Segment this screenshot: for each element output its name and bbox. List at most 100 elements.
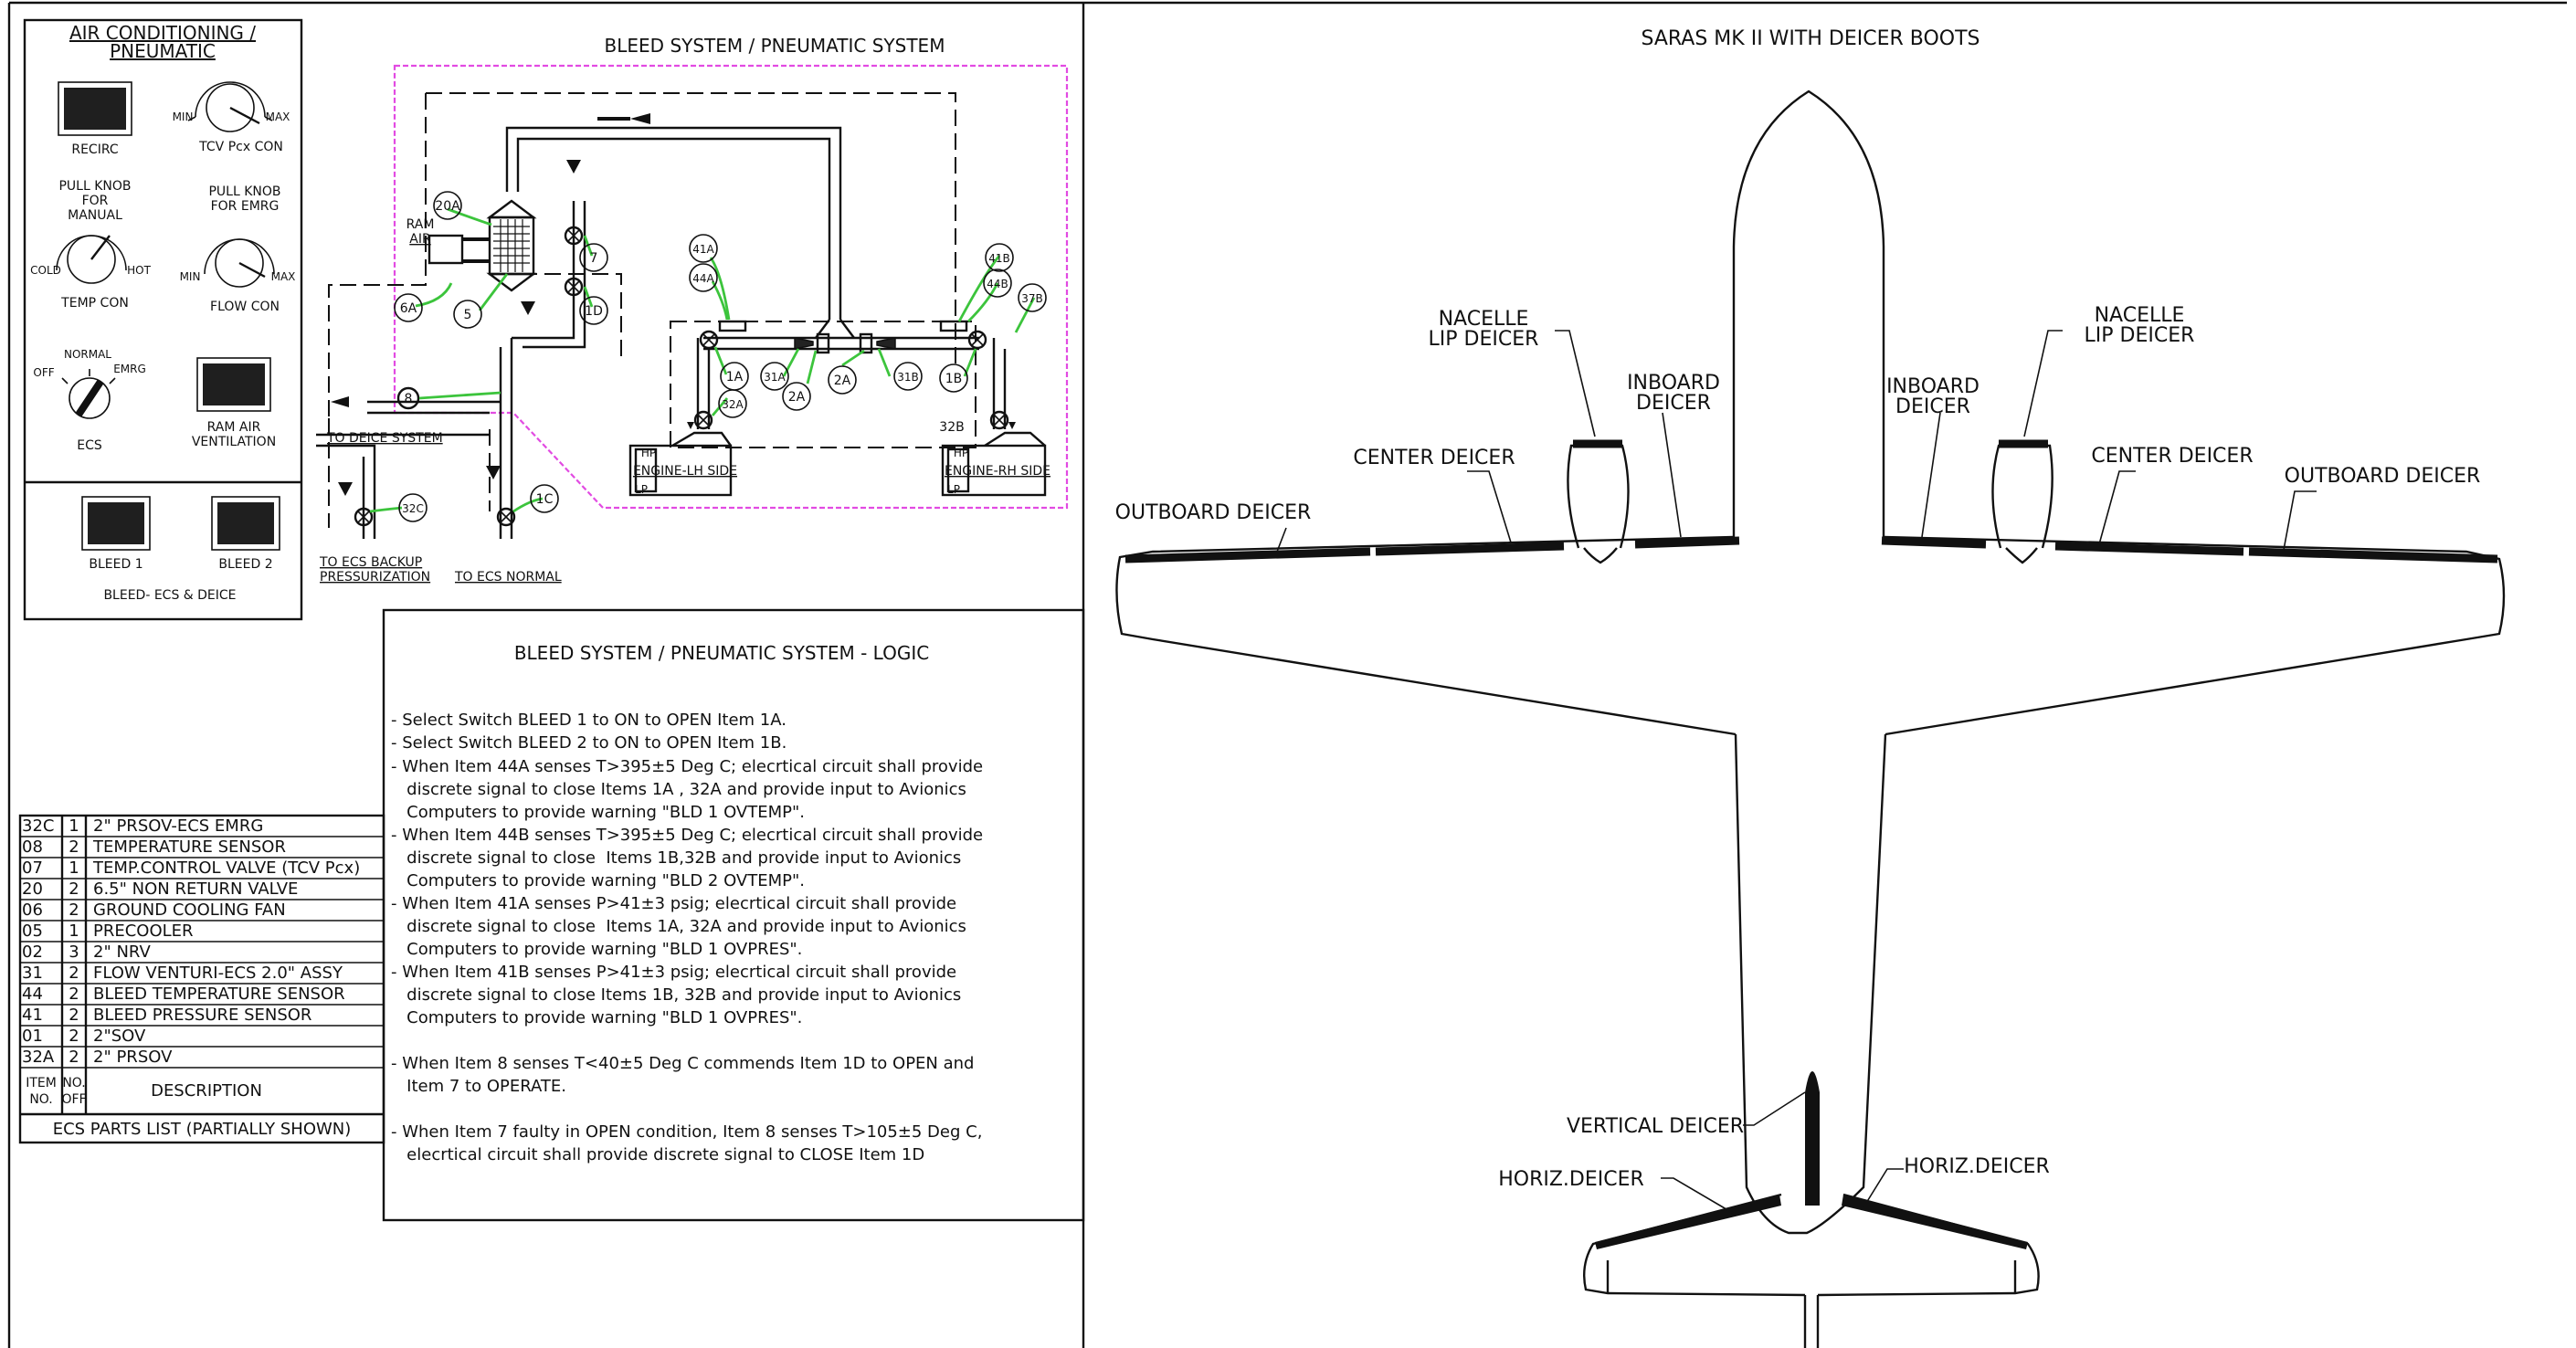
svg-text:2: 2	[69, 985, 79, 1004]
svg-text:1B: 1B	[945, 372, 963, 386]
venturi-31b	[876, 337, 896, 350]
valve-32a	[693, 410, 713, 430]
tag-6a: 6A	[394, 293, 423, 322]
engine-rh	[941, 431, 1047, 497]
svg-text:2: 2	[69, 837, 79, 857]
valve-1a	[699, 330, 719, 350]
flow-con-knob[interactable]	[204, 238, 275, 288]
svg-text:TEMPERATURE SENSOR: TEMPERATURE SENSOR	[92, 837, 286, 857]
tag-7: 7	[579, 243, 608, 272]
tag-1c: 1C	[530, 484, 559, 513]
svg-text:Computers to provide warning ": Computers to provide warning "BLD 1 OVPR…	[391, 940, 802, 959]
svg-text:31A: 31A	[764, 371, 786, 384]
engine-lh-label: ENGINE-LH SIDE	[633, 464, 737, 479]
ram-air-button[interactable]	[196, 357, 271, 412]
svg-text:- When Item 41B senses P>41±3: - When Item 41B senses P>41±3 psig; elec…	[391, 963, 956, 982]
bleed-1-label: BLEED 1	[89, 557, 143, 572]
flow-min: MIN	[180, 270, 201, 283]
svg-text:BLEED TEMPERATURE SENSOR: BLEED TEMPERATURE SENSOR	[93, 985, 345, 1004]
svg-text:- When Item 44A senses T>395±5: - When Item 44A senses T>395±5 Deg C; el…	[391, 757, 983, 776]
svg-text:3: 3	[69, 943, 79, 962]
control-panel: AIR CONDITIONING / PNEUMATIC RECIRC MIN …	[23, 18, 303, 621]
svg-text:8: 8	[405, 392, 413, 406]
parts-caption: ECS PARTS LIST (PARTIALLY SHOWN)	[53, 1120, 352, 1139]
svg-text:08: 08	[22, 837, 43, 857]
ram-air-label-a: RAM	[406, 217, 435, 232]
svg-text:1C: 1C	[536, 492, 554, 507]
label-inboard-left-2: DEICER	[1636, 392, 1711, 415]
precooler	[488, 216, 535, 276]
svg-text:1: 1	[69, 858, 79, 878]
ram-air-label-1: RAM AIR	[207, 420, 261, 435]
bleed-2-label: BLEED 2	[218, 557, 272, 572]
tag-8: 8	[405, 392, 413, 406]
svg-text:- When Item 8 senses T<40±5 De: - When Item 8 senses T<40±5 Deg C commen…	[391, 1054, 974, 1073]
recirc-button[interactable]	[58, 81, 132, 136]
logic-box: BLEED SYSTEM / PNEUMATIC SYSTEM - LOGIC …	[382, 608, 1085, 1222]
valve-32b	[989, 410, 1009, 430]
engine-lh	[628, 431, 733, 497]
tag-41b: 41B	[985, 243, 1014, 272]
flow-arrows	[331, 113, 1016, 496]
bleed-1-button[interactable]	[81, 496, 151, 551]
svg-text:1: 1	[69, 921, 79, 941]
pull-manual-3: MANUAL	[68, 208, 122, 223]
svg-text:2: 2	[69, 1027, 79, 1046]
svg-text:2: 2	[69, 879, 79, 899]
tag-1d: 1D	[579, 296, 608, 325]
pull-emrg-1: PULL KNOB	[208, 184, 280, 199]
bleed-2-button[interactable]	[211, 496, 280, 551]
tcv-pcx-knob[interactable]	[187, 81, 273, 132]
svg-text:Item 7 to OPERATE.: Item 7 to OPERATE.	[391, 1077, 566, 1096]
pull-manual-2: FOR	[82, 194, 109, 208]
svg-text:31B: 31B	[897, 371, 919, 384]
temp-con-knob[interactable]	[56, 235, 127, 284]
engine-rh-label: ENGINE-RH SIDE	[945, 464, 1050, 479]
to-ecs-normal: TO ECS NORMAL	[454, 570, 562, 584]
schematic-title: BLEED SYSTEM / PNEUMATIC SYSTEM	[605, 35, 945, 57]
svg-text:6.5" NON RETURN VALVE: 6.5" NON RETURN VALVE	[93, 879, 298, 899]
flow-con-label: FLOW CON	[210, 300, 280, 314]
svg-text:41B: 41B	[988, 252, 1010, 265]
svg-text:Computers to provide warning ": Computers to provide warning "BLD 2 OVTE…	[391, 871, 805, 890]
center-deicer-left-boot	[1375, 542, 1565, 556]
center-deicer-right-boot	[2054, 542, 2244, 556]
tag-31b: 31B	[893, 362, 923, 391]
engine-rh-hp: HP	[954, 447, 968, 459]
svg-text:ITEM: ITEM	[26, 1076, 57, 1090]
nrv-2a	[816, 332, 873, 354]
svg-text:44B: 44B	[987, 278, 1008, 290]
label-inboard-right-2: DEICER	[1895, 395, 1970, 418]
venturi-31a	[794, 337, 814, 350]
svg-text:02: 02	[22, 943, 43, 962]
svg-text:2"SOV: 2"SOV	[93, 1027, 146, 1046]
svg-text:06: 06	[22, 900, 43, 920]
valve-1d	[564, 277, 584, 297]
recirc-label: RECIRC	[71, 142, 119, 157]
label-center-right: CENTER DEICER	[2091, 445, 2253, 468]
label-inboard-right-1: INBOARD	[1886, 375, 1980, 398]
aircraft-title: SARAS MK II WITH DEICER BOOTS	[1641, 27, 1980, 50]
svg-text:41A: 41A	[692, 243, 714, 256]
temp-con-label: TEMP CON	[60, 296, 129, 311]
ecs-selector-switch[interactable]	[61, 369, 116, 419]
svg-text:NO.: NO.	[29, 1092, 52, 1107]
logic-lines: - Select Switch BLEED 1 to ON to OPEN It…	[391, 711, 983, 1164]
svg-text:Computers to provide warning ": Computers to provide warning "BLD 1 OVPR…	[391, 1008, 802, 1027]
tag-31a: 31A	[760, 362, 789, 391]
svg-text:31: 31	[22, 964, 43, 983]
label-nacelle-right-1: NACELLE	[2095, 304, 2185, 327]
svg-text:32C: 32C	[402, 502, 424, 515]
panel-title-line2: PNEUMATIC	[110, 40, 216, 62]
label-inboard-left-1: INBOARD	[1627, 372, 1720, 395]
parts-row-lines	[20, 836, 384, 1069]
svg-text:2: 2	[69, 1048, 79, 1067]
tcv-min: MIN	[173, 111, 194, 123]
svg-text:32A: 32A	[22, 1048, 55, 1067]
